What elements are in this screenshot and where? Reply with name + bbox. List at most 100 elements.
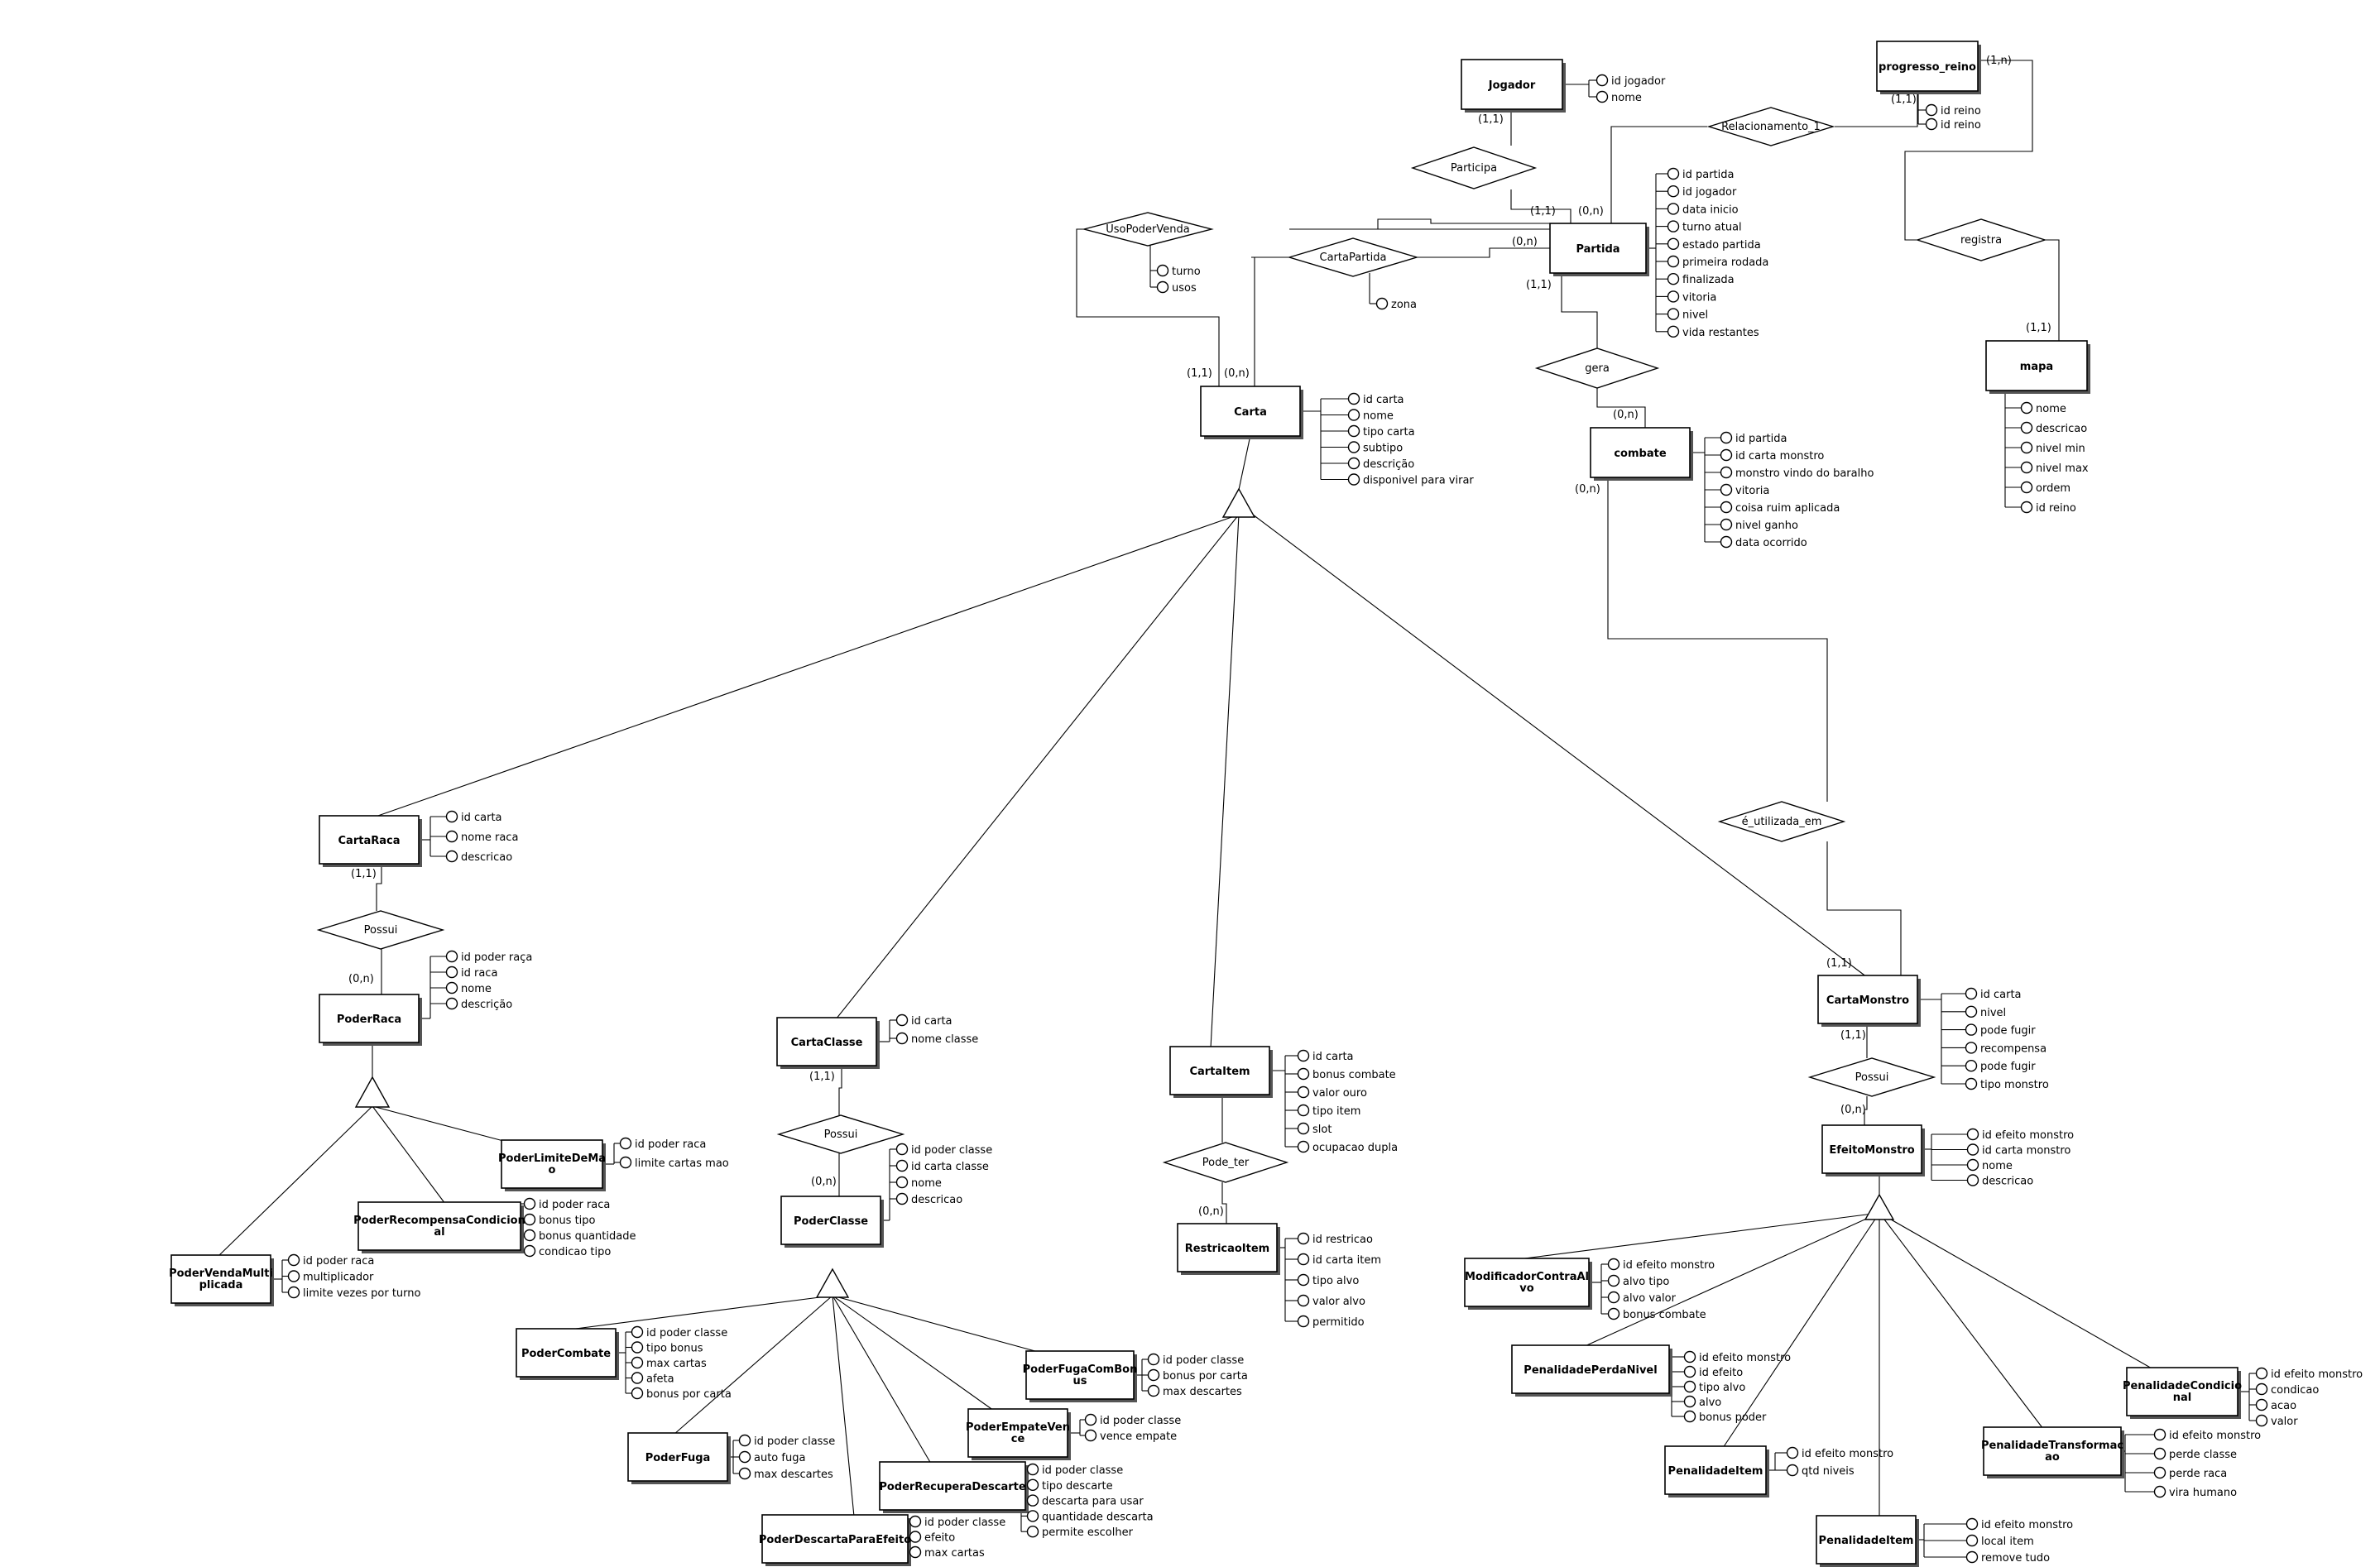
- attribute-label: id carta: [1312, 1051, 1354, 1063]
- entity-mapa[interactable]: mapa: [1985, 340, 2090, 394]
- entity-cartaitem[interactable]: CartaItem: [1169, 1046, 1273, 1098]
- attribute-label: bonus por carta: [1163, 1370, 1248, 1383]
- entity-label: CartaItem: [1189, 1066, 1250, 1078]
- entity-progresso-reino[interactable]: progresso_reino: [1876, 41, 1981, 94]
- attribute-circle: [1347, 392, 1360, 405]
- attribute-circle: [1026, 1463, 1039, 1476]
- entity-box: [1511, 1344, 1670, 1394]
- attribute-label: data ocorrido: [1735, 537, 1807, 549]
- attribute-label: valor: [2271, 1416, 2298, 1428]
- entity-penalidadeitem2[interactable]: PenalidadeItem: [1816, 1515, 1919, 1567]
- relationship-possui-monstro[interactable]: Possui: [1807, 1057, 1936, 1097]
- relationship-registra[interactable]: registra: [1915, 218, 2047, 261]
- entity-podercombate[interactable]: PoderCombate: [516, 1328, 619, 1380]
- attribute-label: tipo bonus: [646, 1343, 703, 1355]
- entity-poderfuga[interactable]: PoderFuga: [627, 1432, 731, 1484]
- entity-combate[interactable]: combate: [1590, 427, 1693, 481]
- entity-carta[interactable]: Carta: [1200, 386, 1303, 439]
- entity-label: us: [1073, 1375, 1087, 1387]
- attribute-circle: [1026, 1478, 1039, 1492]
- entity-label: combate: [1614, 448, 1666, 460]
- entity-cartaraca[interactable]: CartaRaca: [319, 815, 422, 867]
- attribute-label: bonus poder: [1699, 1411, 1767, 1424]
- attribute-circle: [1607, 1307, 1620, 1320]
- relationship-possui-raca[interactable]: Possui: [316, 910, 445, 950]
- relationship-gera[interactable]: gera: [1534, 347, 1660, 389]
- entity-box: [1985, 340, 2088, 391]
- attribute-label: bonus combate: [1312, 1069, 1396, 1081]
- entity-poderrecuperadescarte[interactable]: PoderRecuperaDescarte: [879, 1461, 1029, 1513]
- entity-label: plicada: [199, 1279, 243, 1291]
- connector-line: [1826, 841, 1902, 977]
- connector-line: [1289, 218, 1552, 230]
- cardinality-label: (0,n): [1840, 1104, 1866, 1116]
- entity-penalidadeperdanivel[interactable]: PenalidadePerdaNivel: [1511, 1344, 1672, 1397]
- relationship-usopodervenda[interactable]: UsoPoderVenda: [1082, 212, 1214, 247]
- attribute-label: id poder classe: [924, 1517, 1005, 1529]
- connector-line: [217, 1105, 373, 1258]
- connector-line: [673, 1295, 833, 1435]
- attribute-label: coisa ruim aplicada: [1735, 502, 1840, 515]
- attribute-label: monstro vindo do baralho: [1735, 467, 1874, 480]
- entity-box: [1025, 1350, 1135, 1400]
- entity-partida[interactable]: Partida: [1549, 223, 1649, 276]
- entity-jogador[interactable]: Jogador: [1461, 59, 1566, 113]
- attribute-circle: [1720, 535, 1733, 549]
- attribute-circle: [445, 830, 458, 843]
- attribute-label: id poder raca: [635, 1138, 706, 1151]
- relationship-participa[interactable]: Participa: [1410, 146, 1538, 189]
- attribute-circle: [1965, 1042, 1978, 1054]
- attribute-circle: [895, 1143, 909, 1156]
- entity-poderclasse[interactable]: PoderClasse: [780, 1196, 884, 1248]
- relationship-relacionamento-1[interactable]: Relacionamento_1: [1706, 107, 1835, 146]
- attribute-circle: [1720, 518, 1733, 531]
- relationship-diamond: [1082, 212, 1214, 247]
- entity-box: [1461, 59, 1563, 110]
- attribute-label: local item: [1981, 1536, 2034, 1548]
- relationship-e-utilizada-em[interactable]: é_utilizada_em: [1717, 801, 1846, 842]
- entity-cartaclasse[interactable]: CartaClasse: [776, 1017, 880, 1069]
- relationship-diamond: [1915, 218, 2047, 261]
- attribute-circle: [1607, 1291, 1620, 1304]
- relationship-possui-classe[interactable]: Possui: [776, 1114, 905, 1154]
- specialization-triangles: [354, 487, 1895, 1298]
- connector-line: [835, 514, 1240, 1020]
- entity-poderraca[interactable]: PoderRaca: [319, 994, 422, 1046]
- attribute-label: descrição: [461, 999, 512, 1011]
- cardinality-label: (0,n): [1224, 367, 1250, 380]
- relationship-diamond: [316, 910, 445, 950]
- entity-penalidadeitem1[interactable]: PenalidadeItem: [1664, 1445, 1769, 1498]
- attribute-circle: [895, 1159, 909, 1172]
- entity-label: CartaMonstro: [1826, 994, 1909, 1007]
- attribute-circle: [1966, 1143, 1979, 1156]
- cardinality-label: (1,1): [1891, 93, 1917, 106]
- relationship-pode-ter[interactable]: Pode_ter: [1162, 1142, 1289, 1183]
- connector-line: [832, 1295, 855, 1517]
- entity-box: [967, 1408, 1068, 1458]
- relationship-cartapartida[interactable]: CartaPartida: [1287, 237, 1419, 277]
- cardinality-label: (1,1): [1530, 205, 1556, 218]
- entity-box: [1983, 1426, 2122, 1476]
- attribute-circle: [895, 1032, 909, 1045]
- attribute-circle: [1965, 1023, 1978, 1036]
- entity-poderdescartaparaefeito[interactable]: PoderDescartaParaEfeito: [759, 1514, 911, 1566]
- attribute-circle: [1607, 1274, 1620, 1287]
- attribute-circle: [445, 810, 458, 823]
- entity-efeitomonstro[interactable]: EfeitoMonstro: [1821, 1124, 1925, 1176]
- entity-restricaoitem[interactable]: RestricaoItem: [1177, 1223, 1280, 1275]
- entity-cartamonstro[interactable]: CartaMonstro: [1817, 975, 1921, 1027]
